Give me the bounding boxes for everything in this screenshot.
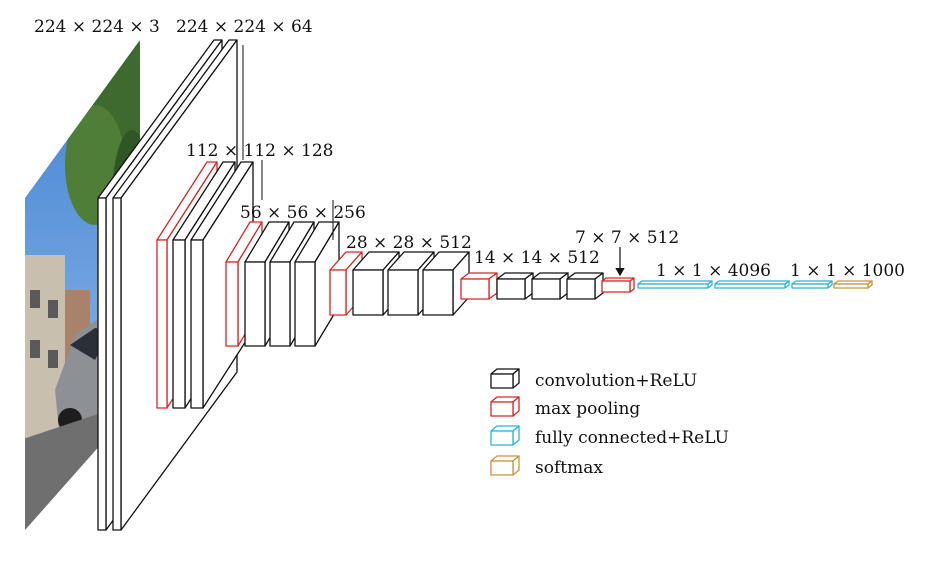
- label-conv4: 28 × 28 × 512: [346, 233, 472, 253]
- legend-icon-softmax: [490, 455, 520, 476]
- softmax-block: [833, 280, 873, 289]
- pool4-block: [460, 272, 498, 300]
- legend: [490, 368, 520, 476]
- label-conv2: 112 × 112 × 128: [186, 141, 333, 161]
- legend-icon-conv: [490, 368, 520, 389]
- fc2-block: [714, 280, 790, 289]
- network-layers: [97, 39, 873, 531]
- conv5-block-c: [566, 272, 604, 300]
- label-softmax: 1 × 1 × 1000: [790, 261, 905, 281]
- legend-icon-fc: [490, 425, 520, 446]
- conv5-block-a: [496, 272, 534, 300]
- label-fc: 1 × 1 × 4096: [656, 261, 771, 281]
- label-conv5: 14 × 14 × 512: [474, 248, 600, 268]
- conv5-block-b: [531, 272, 569, 300]
- legend-label-pool: max pooling: [535, 399, 640, 419]
- legend-label-fc: fully connected+ReLU: [535, 428, 729, 448]
- label-pool5: 7 × 7 × 512: [575, 228, 679, 248]
- connector-lines: [242, 45, 334, 240]
- pool5-block: [601, 277, 635, 293]
- fc3-block: [791, 280, 833, 289]
- legend-label-softmax: softmax: [535, 458, 603, 478]
- legend-icon-pool: [490, 396, 520, 417]
- label-conv1: 224 × 224 × 64: [176, 17, 313, 37]
- legend-label-conv: convolution+ReLU: [535, 371, 697, 391]
- label-input: 224 × 224 × 3: [34, 17, 160, 37]
- label-conv3: 56 × 56 × 256: [240, 203, 366, 223]
- fc1-block: [637, 280, 713, 289]
